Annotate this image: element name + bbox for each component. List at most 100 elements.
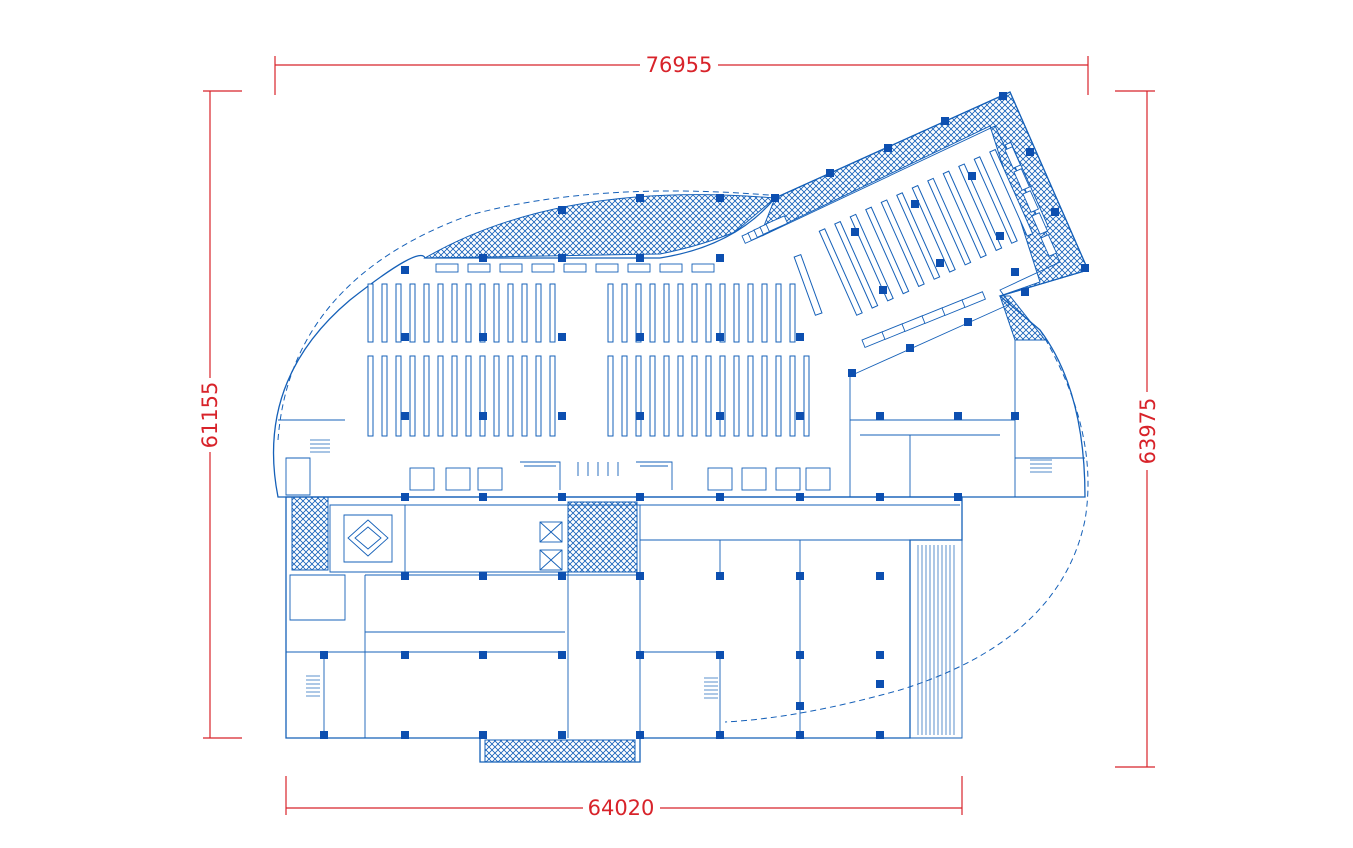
structural-column (558, 731, 566, 739)
structural-column (558, 651, 566, 659)
structural-column (479, 572, 487, 580)
structural-column (796, 572, 804, 580)
structural-column (716, 333, 724, 341)
structural-column (636, 493, 644, 501)
book-shelf (649, 355, 656, 437)
book-shelf (789, 283, 796, 343)
dimension-left: 61155 (198, 90, 242, 739)
book-shelf (549, 355, 556, 437)
book-shelf (677, 355, 684, 437)
book-shelf (549, 283, 556, 343)
structural-columns (320, 92, 1089, 739)
book-shelf (635, 283, 642, 343)
book-shelf (437, 355, 444, 437)
book-shelf (677, 283, 684, 343)
reading-table (409, 467, 435, 491)
reading-tables (409, 146, 1058, 491)
structural-column (401, 731, 409, 739)
structural-column (636, 254, 644, 262)
book-shelf (927, 177, 972, 266)
reading-table (1022, 190, 1040, 213)
structural-column (716, 572, 724, 580)
structural-column (636, 333, 644, 341)
book-shelf (607, 283, 614, 343)
reading-table (941, 299, 966, 317)
structural-column (479, 493, 487, 501)
book-shelf (479, 355, 486, 437)
book-shelf (465, 283, 472, 343)
structural-column (1051, 208, 1059, 216)
reading-table (921, 307, 946, 325)
hatched-entrance-south (484, 739, 636, 763)
book-shelf (381, 355, 388, 437)
structural-column (796, 702, 804, 710)
structural-column (771, 194, 779, 202)
structural-column (1026, 148, 1034, 156)
structural-column (796, 412, 804, 420)
structural-column (911, 200, 919, 208)
book-shelf (775, 283, 782, 343)
reading-table (691, 263, 715, 273)
structural-column (636, 412, 644, 420)
book-shelf (521, 283, 528, 343)
structural-column (558, 333, 566, 341)
small-stairs (306, 439, 1052, 699)
book-shelf (973, 156, 1018, 244)
reading-table (1040, 234, 1058, 257)
reading-table (659, 263, 683, 273)
structural-column (716, 254, 724, 262)
book-shelf (521, 355, 528, 437)
book-shelf (535, 283, 542, 343)
structural-column (876, 731, 884, 739)
structural-column (851, 228, 859, 236)
reading-table (467, 263, 491, 273)
book-shelf (747, 283, 754, 343)
structural-column (320, 651, 328, 659)
book-shelf (705, 283, 712, 343)
book-shelf (733, 355, 740, 437)
structural-column (968, 172, 976, 180)
reading-table (595, 263, 619, 273)
structural-column (1011, 412, 1019, 420)
lower-block-inner-wall (330, 504, 960, 738)
elevators (539, 521, 563, 571)
book-shelf (849, 213, 894, 302)
reading-table (1013, 168, 1031, 191)
structural-column (941, 117, 949, 125)
hatched-corner-east (999, 295, 1047, 341)
book-shelf (896, 192, 941, 280)
dimension-right-label: 63975 (1136, 398, 1160, 465)
reading-table (775, 467, 801, 491)
book-shelf (649, 283, 656, 343)
structural-column (558, 254, 566, 262)
structural-column (479, 412, 487, 420)
structural-column (796, 731, 804, 739)
reading-table (445, 467, 471, 491)
book-shelf (705, 355, 712, 437)
structural-column (848, 369, 856, 377)
book-shelf (367, 355, 374, 437)
dimension-bottom-label: 64020 (588, 796, 655, 820)
book-shelf (834, 220, 879, 309)
structural-column (716, 412, 724, 420)
structural-column (479, 254, 487, 262)
hatched-court (567, 501, 638, 573)
structural-column (796, 651, 804, 659)
structural-column (796, 493, 804, 501)
book-shelf (733, 283, 740, 343)
reading-table (961, 291, 986, 309)
structural-column (479, 651, 487, 659)
book-shelf (423, 355, 430, 437)
structural-column (716, 194, 724, 202)
book-shelf (395, 283, 402, 343)
building-plan (272, 91, 1089, 763)
structural-column (401, 651, 409, 659)
book-shelf (989, 148, 1034, 237)
book-shelf (395, 355, 402, 437)
structural-column (401, 266, 409, 274)
structural-column (1021, 288, 1029, 296)
structural-column (996, 232, 1004, 240)
hatched-canopy-north (423, 194, 777, 259)
structural-column (876, 493, 884, 501)
reading-table (901, 315, 926, 333)
